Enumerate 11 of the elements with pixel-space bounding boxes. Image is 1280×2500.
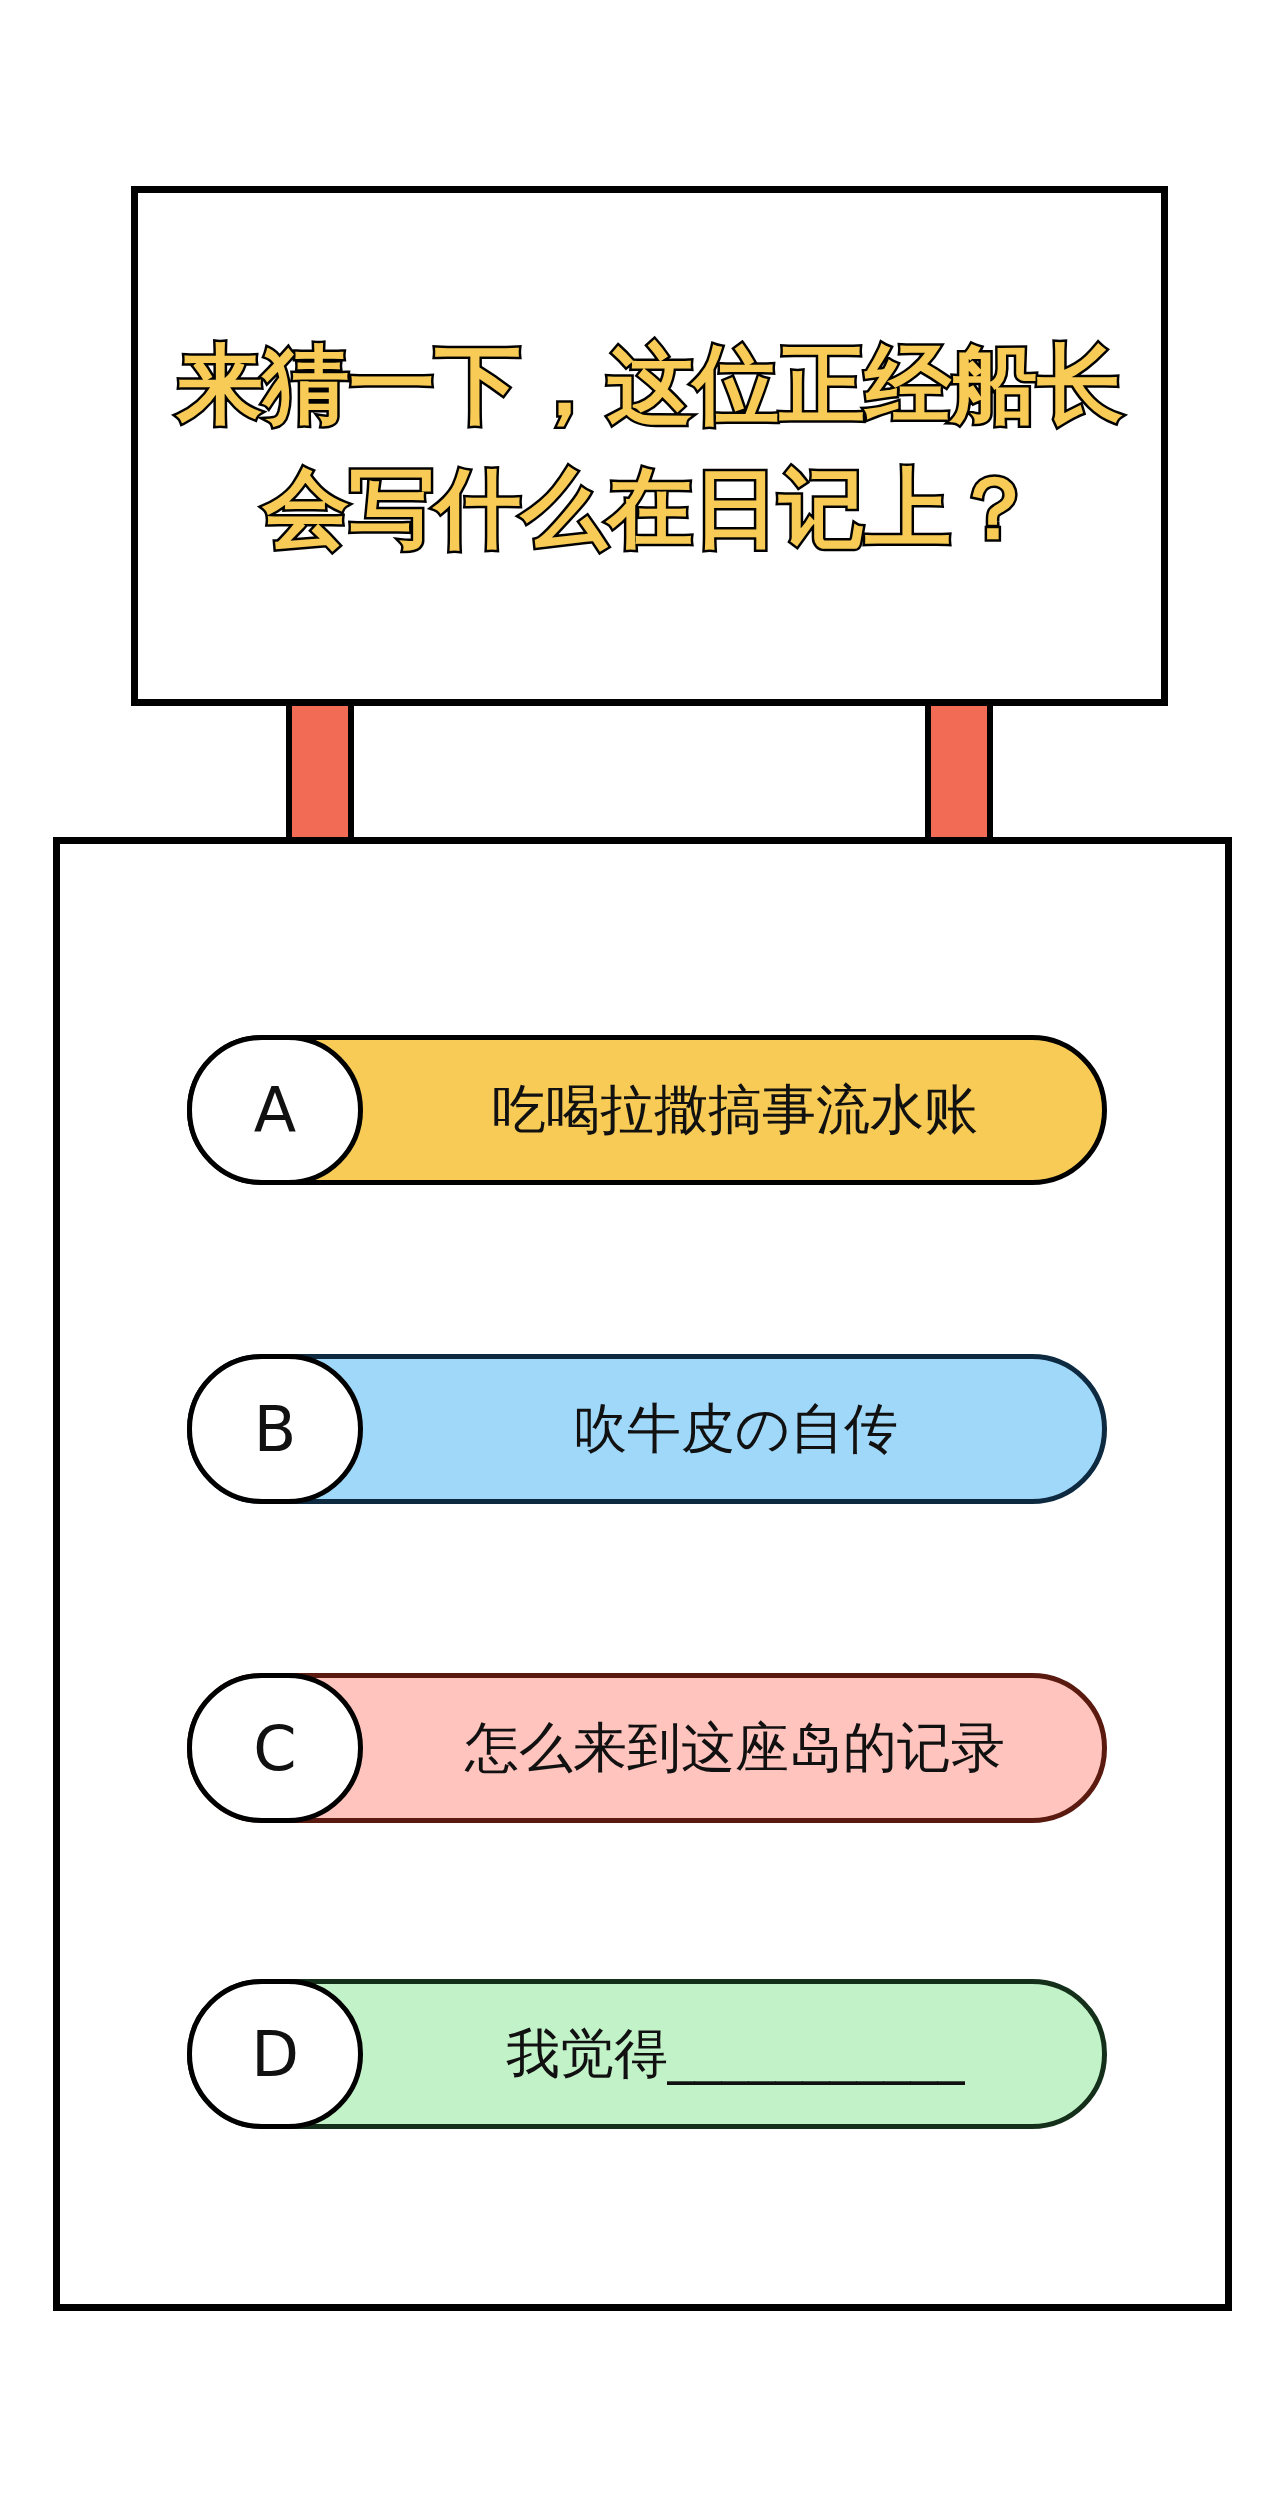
sign-board bbox=[131, 186, 1168, 706]
option-text: 吃喝拉撒搞事流水账 bbox=[492, 1076, 978, 1143]
option-letter: B bbox=[187, 1354, 363, 1504]
title-text: 来猜一下，这位正经船长会写什么在日记上？ bbox=[175, 333, 1124, 560]
option-text: 我觉得___________ bbox=[505, 2020, 965, 2087]
option-letter: C bbox=[187, 1673, 363, 1823]
option-text: 吹牛皮の自传 bbox=[572, 1395, 898, 1462]
option-text: 怎么来到这座岛的记录 bbox=[465, 1714, 1005, 1781]
panel bbox=[53, 837, 1232, 2311]
option-letter: D bbox=[187, 1979, 363, 2129]
option-letter: A bbox=[187, 1035, 363, 1185]
